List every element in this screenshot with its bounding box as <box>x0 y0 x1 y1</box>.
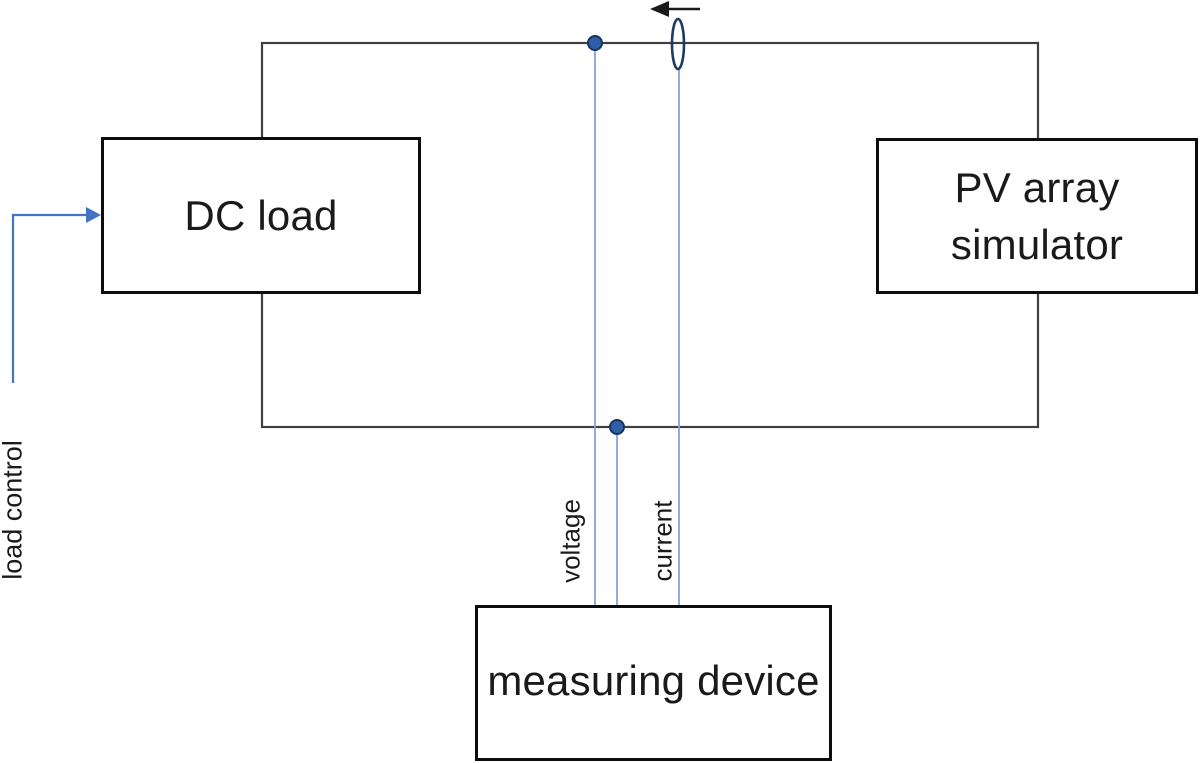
measuring-device-box: measuring device <box>475 605 832 761</box>
current-direction-arrowhead <box>650 1 669 17</box>
pv-array-simulator-label: PV array simulator <box>950 163 1124 268</box>
load-control-arrow-icon <box>11 207 101 383</box>
load-control-arrowhead <box>86 207 101 223</box>
load-control-label: load control <box>0 440 28 580</box>
current-label: current <box>647 500 678 582</box>
top-junction-node <box>587 35 603 51</box>
bottom-junction-node <box>609 419 625 435</box>
current-direction-arrow-icon <box>650 1 700 17</box>
load-control-arrow-shaft <box>11 213 88 383</box>
dc-load-box: DC load <box>101 137 421 294</box>
current-probe-icon <box>670 17 686 71</box>
pv-array-simulator-box: PV array simulator <box>876 138 1198 294</box>
measuring-device-label: measuring device <box>487 657 820 705</box>
dc-load-label: DC load <box>184 191 338 239</box>
voltage-label: voltage <box>555 499 586 583</box>
